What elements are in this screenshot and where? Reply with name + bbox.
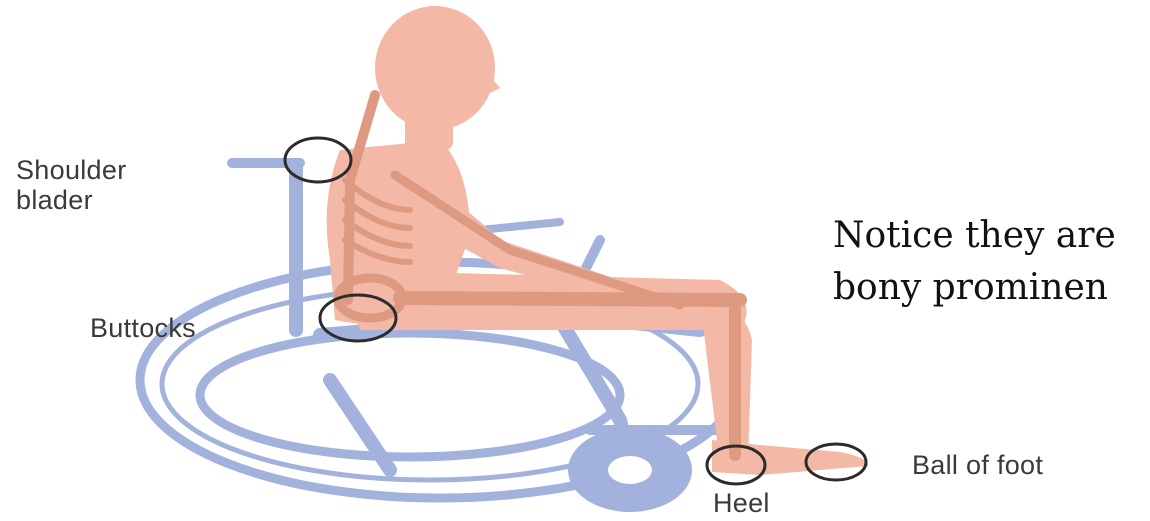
note-line1: Notice they are (833, 210, 1116, 262)
buttocks-label: Buttocks (90, 313, 196, 343)
shoulder-label: Shoulder blader (16, 155, 126, 215)
shoulder-label-line1: Shoulder (16, 155, 126, 185)
caster-wheel (568, 428, 692, 512)
note-line2: bony prominen (833, 262, 1116, 314)
note-text: Notice they are bony prominen (833, 210, 1116, 314)
heel-label: Heel (713, 488, 770, 518)
ball-of-foot-label: Ball of foot (912, 450, 1043, 480)
shoulder-label-line2: blader (16, 185, 126, 215)
